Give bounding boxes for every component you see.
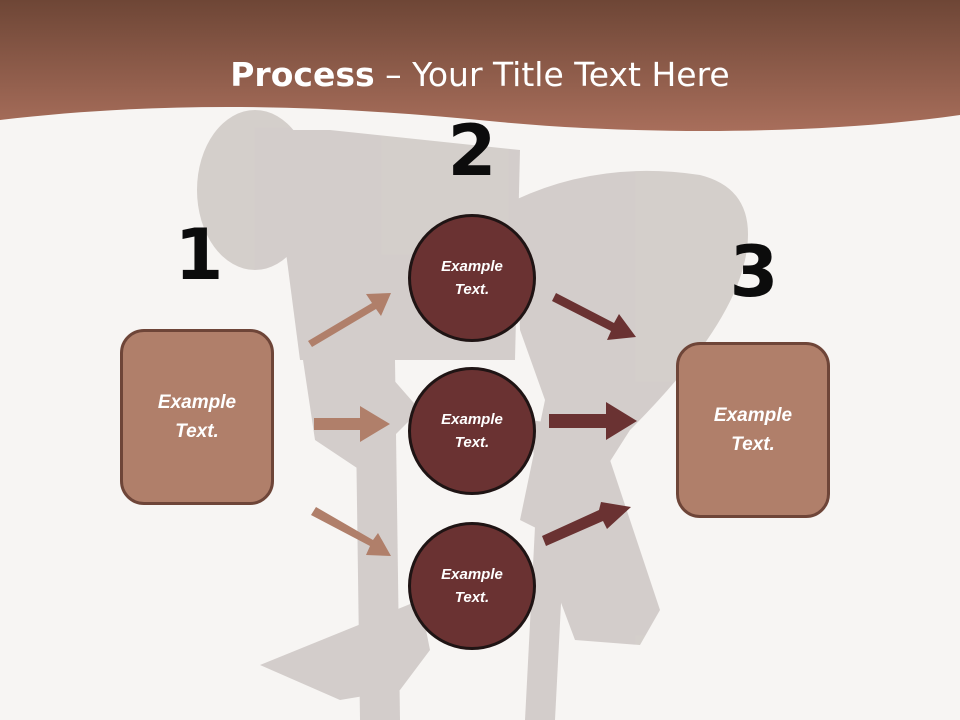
left-box-line1: Example — [157, 392, 237, 413]
circle-top: Example Text. — [408, 214, 536, 342]
header-band — [0, 0, 960, 132]
arrow-left-to-bottom — [311, 507, 391, 556]
circle-bottom-line2: Text. — [454, 589, 490, 606]
arrow-middle-to-right — [549, 402, 637, 440]
right-box-line2: Text. — [731, 434, 775, 455]
left-box-line2: Text. — [175, 421, 219, 442]
title-rest: – Your Title Text Here — [374, 55, 730, 94]
step-number-1: 1 — [174, 214, 224, 296]
title-bold: Process — [230, 55, 375, 94]
arrow-left-to-top — [308, 293, 391, 347]
circle-bottom: Example Text. — [408, 522, 536, 650]
circle-bottom-line1: Example — [441, 566, 503, 583]
circle-middle-line2: Text. — [454, 434, 490, 451]
arrow-bottom-to-right — [542, 502, 631, 546]
arrow-top-to-right — [552, 293, 636, 340]
right-step-box: Example Text. — [676, 342, 830, 518]
arrow-left-to-middle — [314, 406, 390, 442]
circle-top-line1: Example — [441, 258, 503, 275]
left-step-box: Example Text. — [120, 329, 274, 505]
step-number-3: 3 — [729, 231, 779, 313]
circle-top-line2: Text. — [454, 281, 490, 298]
circle-middle-line1: Example — [441, 411, 503, 428]
circle-middle: Example Text. — [408, 367, 536, 495]
step-number-2: 2 — [447, 110, 497, 192]
right-box-line1: Example — [713, 405, 793, 426]
page-title: Process – Your Title Text Here — [0, 50, 960, 100]
